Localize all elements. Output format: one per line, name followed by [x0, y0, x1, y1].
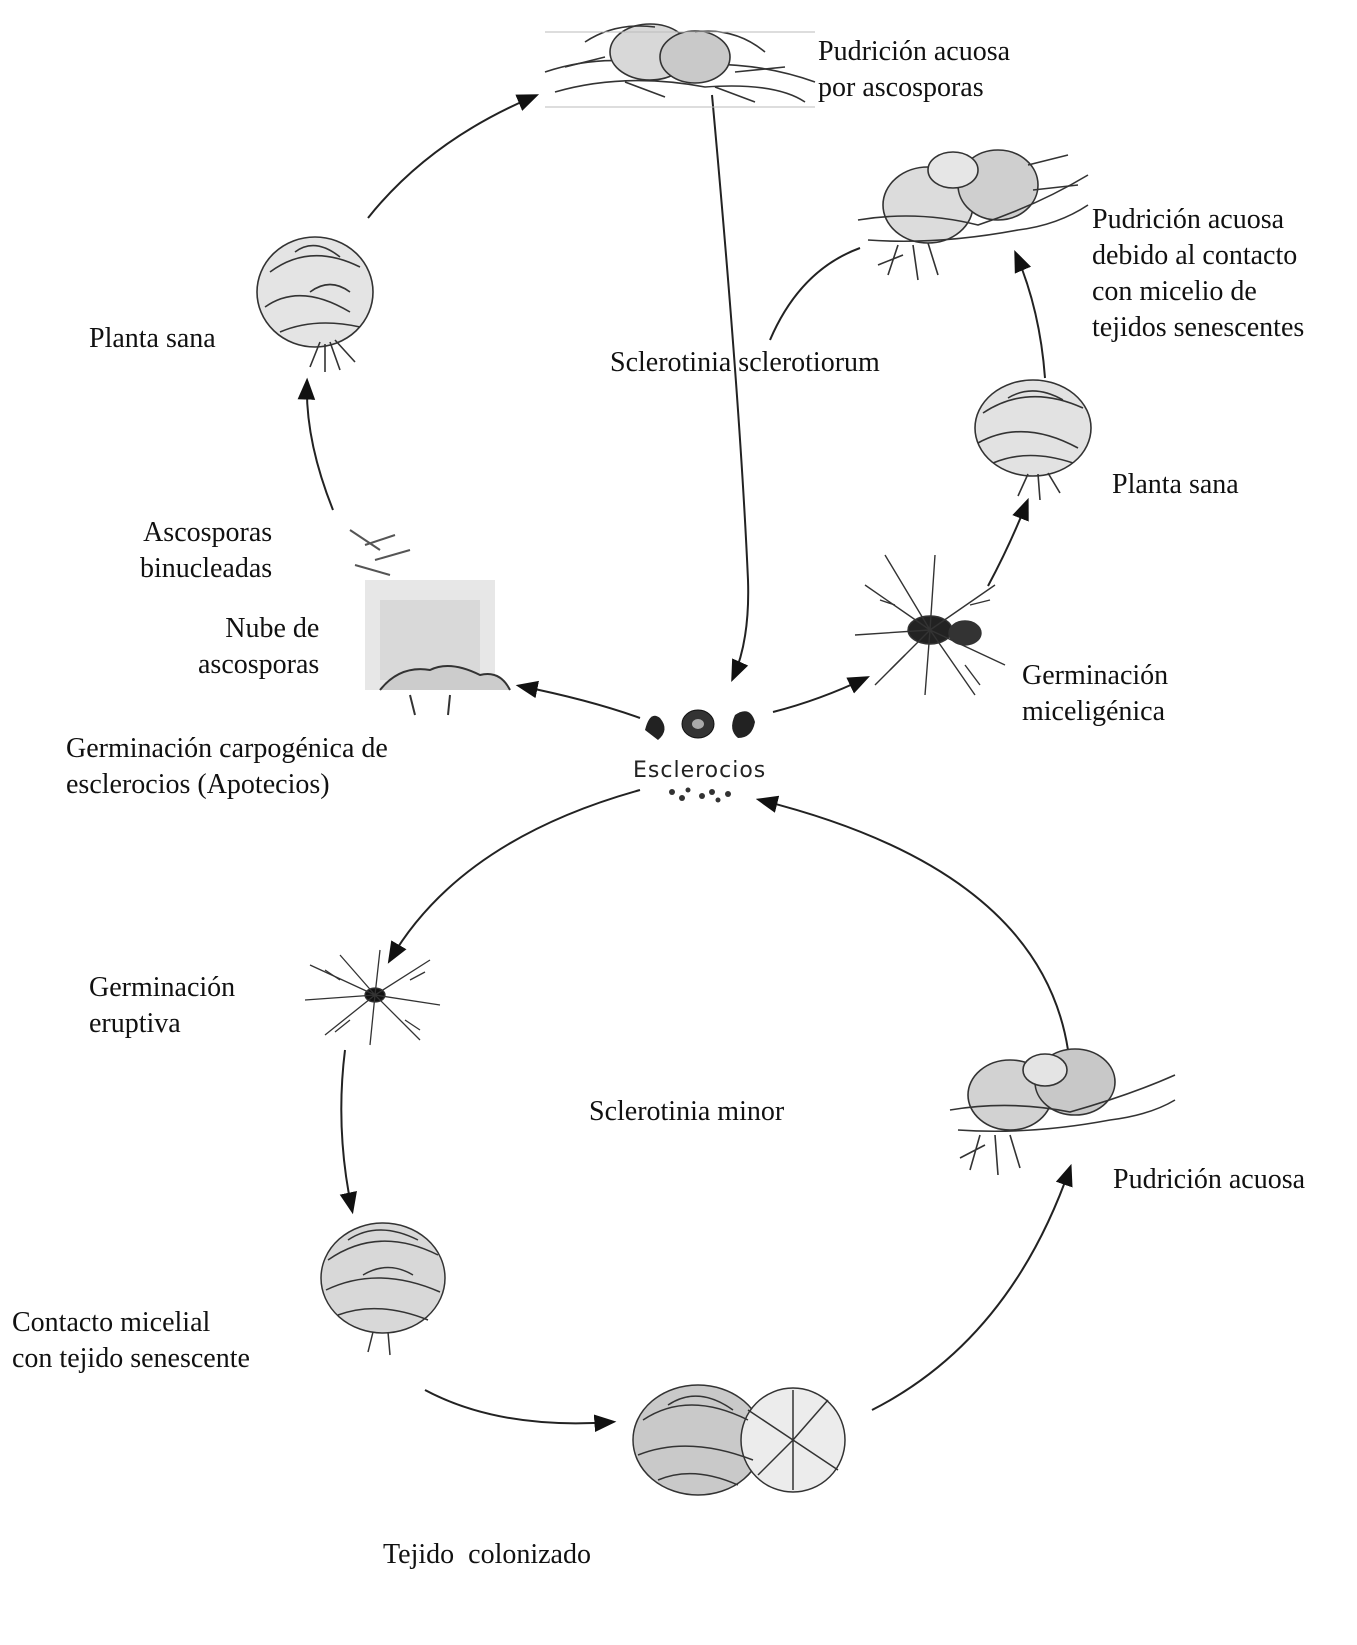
infected-plant-sketch-icon	[858, 150, 1088, 280]
healthy-plant-sketch-icon	[257, 237, 373, 372]
arrow-esclerocios-to-apotecios	[520, 686, 640, 718]
apothecia-sketch-icon	[350, 530, 510, 715]
title-sclerotinia-sclerotiorum: Sclerotinia sclerotiorum	[610, 345, 880, 381]
sclerotia-sketch-icon	[645, 710, 755, 803]
title-sclerotinia-minor: Sclerotinia minor	[589, 1094, 784, 1130]
label-pudricion-ascosporas: Pudrición acuosa por ascosporas	[818, 34, 1010, 106]
arrow-tejido-to-pudricion	[872, 1168, 1070, 1410]
label-pudricion-contacto: Pudrición acuosa debido al contacto con …	[1092, 202, 1304, 346]
mycelial-germination-sketch-icon	[855, 555, 1005, 695]
label-nube-ascosporas: Nube de ascosporas	[198, 611, 319, 683]
life-cycle-diagram: Pudrición acuosa por ascosporas Pudrició…	[0, 0, 1357, 1508]
label-germinacion-miceligenica: Germinación miceligénica	[1022, 658, 1168, 730]
eruptive-germination-sketch-icon	[305, 950, 440, 1045]
arrow-pudricion-to-esclerocios	[712, 95, 748, 678]
healthy-plant-sketch-icon	[975, 380, 1091, 500]
arrow-eruptiva-to-contacto	[341, 1050, 352, 1210]
infected-plant-sketch-icon	[545, 24, 815, 107]
label-planta-sana-left: Planta sana	[89, 321, 216, 357]
arrow-esclerocios-to-eruptiva	[390, 790, 640, 960]
arrow-contacto-to-tejido	[425, 1390, 612, 1423]
label-ascosporas-binucleadas: Ascosporas binucleadas	[140, 515, 272, 587]
arrow-planta-to-pudricion	[368, 96, 535, 218]
rot-plant-sketch-icon	[950, 1049, 1175, 1175]
label-germinacion-eruptiva: Germinación eruptiva	[89, 970, 235, 1042]
label-germinacion-carpogenica: Germinación carpogénica de esclerocios (…	[66, 731, 388, 803]
colonized-tissue-sketch-icon	[633, 1385, 845, 1495]
arrow-planta-to-pudricion-right	[1016, 254, 1045, 378]
label-tejido-colonizado: Tejido colonizado	[383, 1465, 591, 1645]
label-contacto-micelial: Contacto micelial con tejido senescente	[12, 1305, 250, 1377]
label-pudricion-acuosa-lower: Pudrición acuosa	[1113, 1162, 1305, 1198]
arrow-miceligenica-to-planta	[988, 502, 1027, 586]
label-esclerocios: Esclerocios	[633, 758, 766, 783]
arrow-esclerocios-to-miceligenica	[773, 678, 866, 712]
contact-plant-sketch-icon	[321, 1223, 445, 1355]
arrow-pudricion-to-esclerocios	[760, 800, 1068, 1050]
arrow-sclerotiorum-to-pudricion-right	[770, 248, 860, 340]
label-planta-sana-right: Planta sana	[1112, 467, 1239, 503]
arrow-ascosporas-to-planta	[307, 382, 333, 510]
